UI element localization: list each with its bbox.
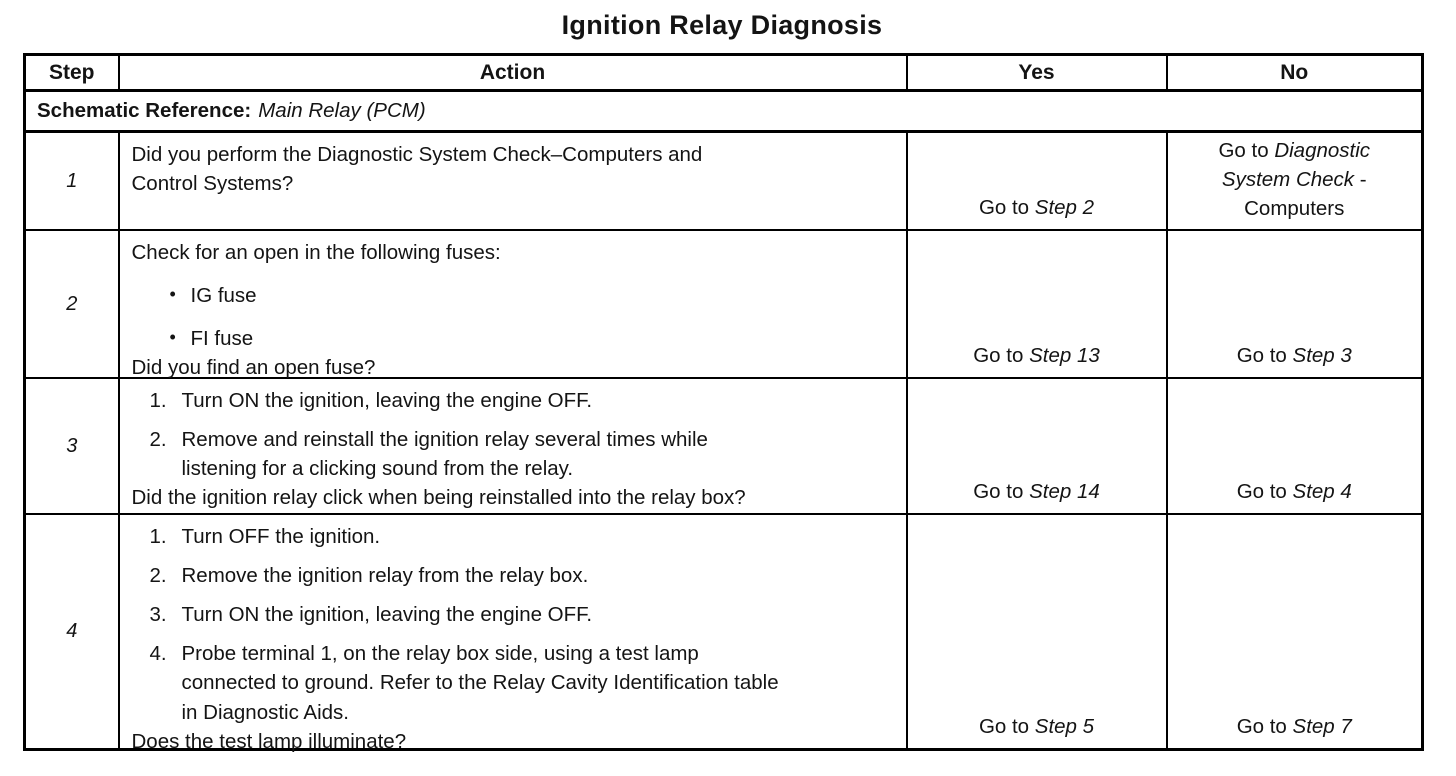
action-cell-1: Did you perform the Diagnostic System Ch…	[117, 130, 908, 231]
col-header-yes: Yes	[905, 53, 1168, 92]
no-cell-2: Go to Step 3	[1165, 229, 1424, 379]
goto-target: Step 5	[1034, 714, 1095, 738]
bullet-text: FI fuse	[190, 327, 254, 351]
action-question-1: Did you perform the Diagnostic System Ch…	[131, 143, 703, 196]
action-cell-3: 1. Turn ON the ignition, leaving the eng…	[117, 377, 908, 515]
yes-cell-1: Go to Step 2	[905, 130, 1168, 231]
goto-target: Step 3	[1292, 343, 1352, 367]
col-header-action: Action	[117, 53, 908, 92]
goto-step-ref: Go to Step 2	[979, 193, 1094, 222]
bullet-icon: •	[169, 284, 176, 305]
item-number: 3.	[149, 603, 167, 627]
numbered-item: 2. Remove the ignition relay from the re…	[150, 561, 892, 590]
item-number: 2.	[149, 564, 167, 588]
bullet-icon: •	[169, 327, 176, 348]
goto-step-ref: Go to Step 13	[973, 341, 1100, 370]
no-cell-1: Go to Diagnostic System Check - Computer…	[1165, 130, 1424, 231]
item-text: Probe terminal 1, on the relay box side,…	[181, 642, 779, 724]
goto-prefix: Go to	[1218, 138, 1275, 162]
action-question-2: Did you find an open fuse?	[131, 356, 376, 380]
step-number-1: 1	[23, 130, 120, 231]
step-number-4: 4	[23, 513, 120, 751]
item-text: Remove and reinstall the ignition relay …	[181, 428, 708, 481]
yes-cell-2: Go to Step 13	[905, 229, 1168, 379]
bullet-item: • IG fuse	[170, 281, 892, 310]
table-row-step-3: 3 1. Turn ON the ignition, leaving the e…	[23, 377, 1424, 515]
numbered-item: 4. Probe terminal 1, on the relay box si…	[150, 639, 892, 726]
col-header-no: No	[1165, 53, 1424, 92]
goto-prefix: Go to	[1236, 343, 1293, 367]
item-number: 4.	[149, 642, 167, 666]
numbered-item: 1. Turn ON the ignition, leaving the eng…	[150, 386, 892, 415]
item-text: Turn ON the ignition, leaving the engine…	[181, 389, 593, 412]
goto-prefix: Go to	[1236, 479, 1293, 503]
table-row-step-1: 1 Did you perform the Diagnostic System …	[23, 130, 1424, 231]
step-number-2: 2	[23, 229, 120, 379]
no-cell-3: Go to Step 4	[1165, 377, 1424, 515]
schematic-reference-value: Main Relay (PCM)	[258, 99, 426, 123]
goto-prefix: Go to	[978, 195, 1035, 219]
numbered-item: 1. Turn OFF the ignition.	[150, 522, 892, 551]
action-question-4: Does the test lamp illuminate?	[131, 729, 407, 753]
goto-target: Diagnostic System Check	[1221, 138, 1371, 191]
goto-step-ref: Go to Step 4	[1237, 477, 1352, 506]
action-intro-2: Check for an open in the following fuses…	[131, 241, 501, 264]
page-title: Ignition Relay Diagnosis	[561, 10, 883, 40]
action-question-3: Did the ignition relay click when being …	[131, 486, 746, 510]
goto-prefix: Go to	[973, 343, 1030, 367]
header-row: Step Action Yes No	[23, 53, 1424, 92]
goto-target: Step 2	[1034, 195, 1095, 219]
schematic-reference-row: Schematic Reference:Main Relay (PCM)	[23, 89, 1424, 133]
item-text: Remove the ignition relay from the relay…	[181, 564, 589, 588]
item-text: Turn ON the ignition, leaving the engine…	[181, 603, 593, 627]
numbered-item: 2. Remove and reinstall the ignition rel…	[150, 425, 892, 483]
col-header-step: Step	[23, 53, 120, 92]
bullet-text: IG fuse	[190, 284, 257, 308]
yes-cell-3: Go to Step 14	[905, 377, 1168, 515]
diagnosis-table: Step Action Yes No Schematic Reference:M…	[23, 53, 1424, 753]
goto-step-ref: Go to Step 7	[1237, 712, 1352, 741]
item-number: 2.	[149, 428, 167, 452]
schematic-reference-cell: Schematic Reference:Main Relay (PCM)	[23, 89, 1424, 133]
goto-suffix: - Computers	[1244, 167, 1367, 221]
item-text: Turn OFF the ignition.	[181, 525, 381, 548]
numbered-item: 3. Turn ON the ignition, leaving the eng…	[150, 600, 892, 629]
goto-step-ref: Go to Diagnostic System Check - Computer…	[1202, 136, 1387, 223]
goto-prefix: Go to	[1236, 714, 1293, 738]
no-cell-4: Go to Step 7	[1165, 513, 1424, 751]
goto-target: Step 4	[1292, 479, 1352, 503]
goto-prefix: Go to	[978, 714, 1035, 738]
item-number: 1.	[149, 525, 167, 548]
bullet-item: • FI fuse	[170, 324, 892, 353]
item-number: 1.	[149, 389, 167, 412]
goto-target: Step 14	[1029, 479, 1100, 503]
step-number-3: 3	[23, 377, 120, 515]
action-cell-4: 1. Turn OFF the ignition. 2. Remove the …	[117, 513, 908, 753]
goto-step-ref: Go to Step 3	[1237, 341, 1352, 370]
goto-step-ref: Go to Step 14	[973, 477, 1100, 506]
yes-cell-4: Go to Step 5	[905, 513, 1168, 751]
goto-target: Step 7	[1292, 714, 1352, 738]
table-row-step-4: 4 1. Turn OFF the ignition. 2. Remove th…	[23, 513, 1424, 753]
goto-step-ref: Go to Step 5	[979, 712, 1094, 741]
schematic-reference-label: Schematic Reference:	[37, 99, 252, 123]
goto-target: Step 13	[1029, 343, 1100, 367]
table-row-step-2: 2 Check for an open in the following fus…	[23, 229, 1424, 379]
action-cell-2: Check for an open in the following fuses…	[117, 229, 908, 379]
goto-prefix: Go to	[973, 479, 1030, 503]
